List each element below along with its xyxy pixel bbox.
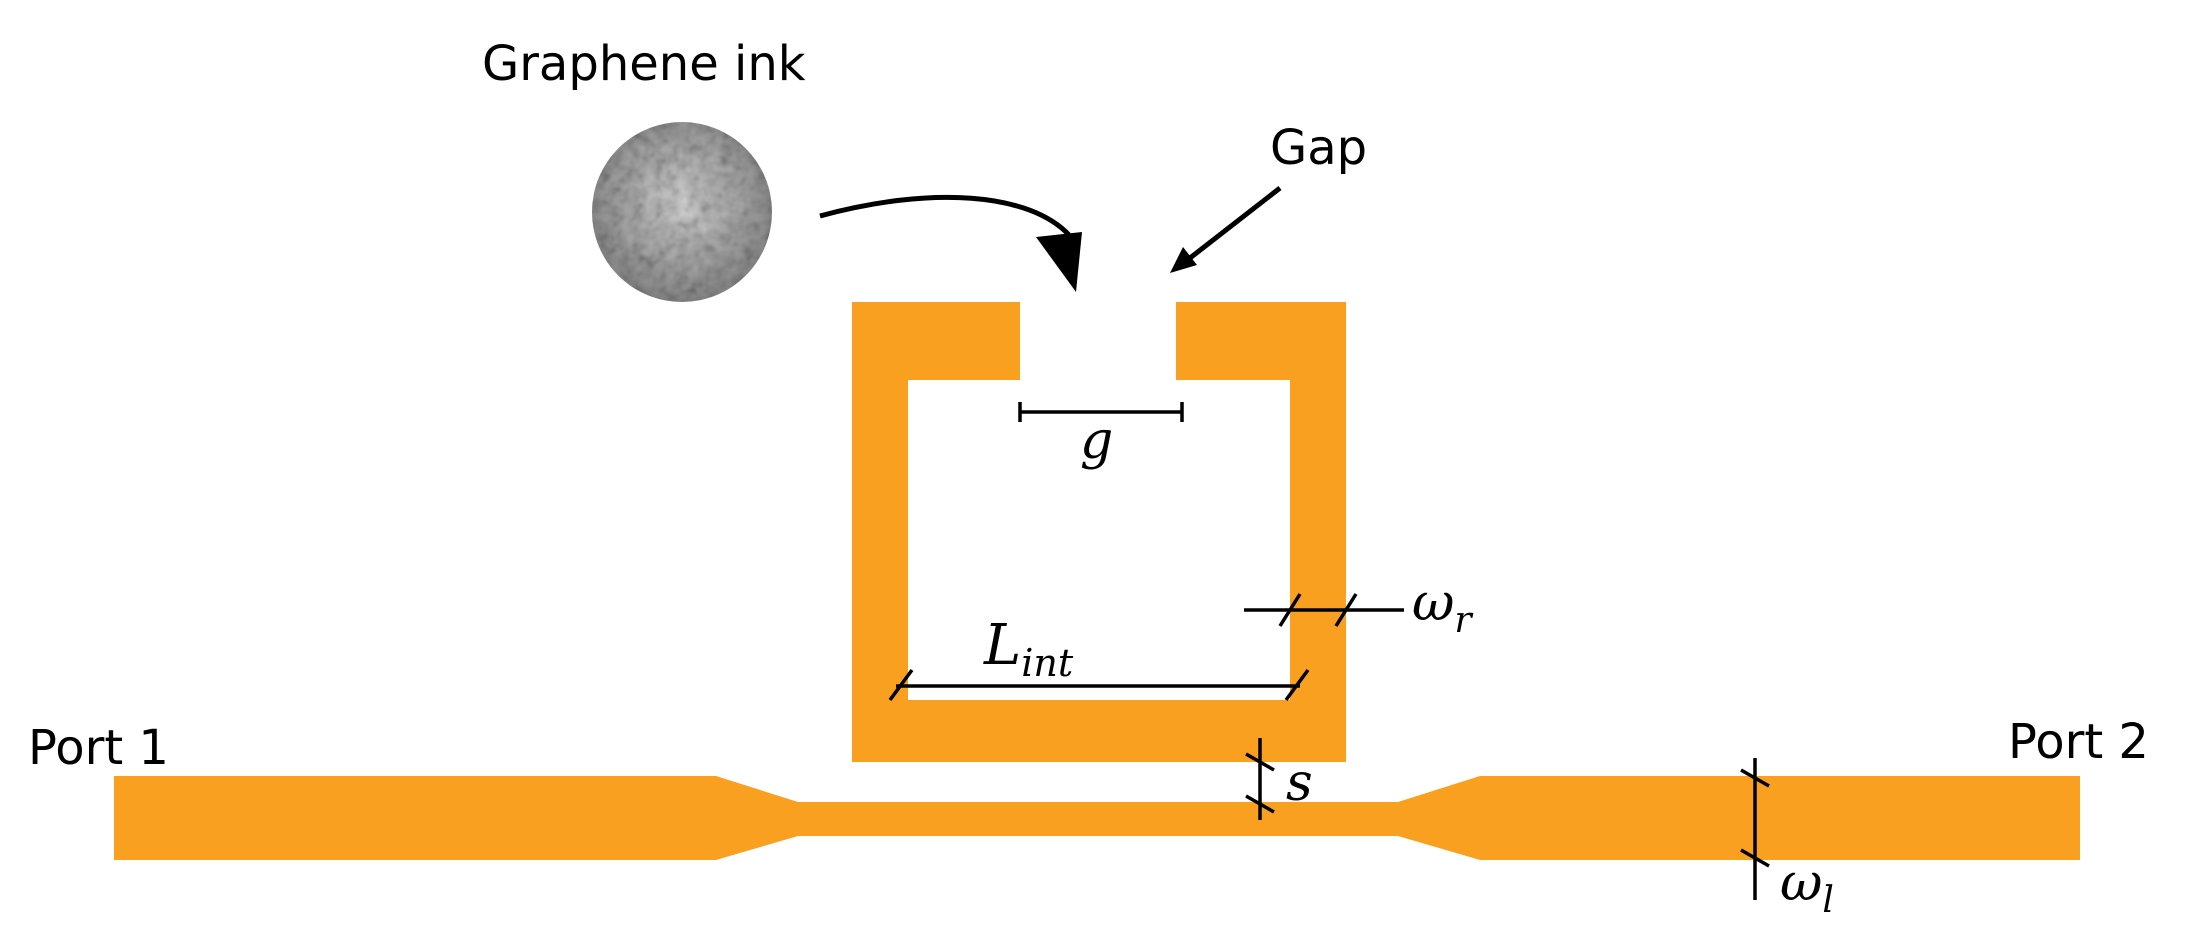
- g-dimension: [1018, 402, 1184, 422]
- port2-label: Port 2: [2008, 714, 2149, 770]
- s-dimension: [1245, 738, 1275, 820]
- s-label: s: [1286, 753, 1313, 813]
- omega-r-dimension: [1244, 593, 1404, 627]
- graphene-ink-label: Graphene ink: [482, 36, 806, 92]
- split-ring-resonator: [852, 302, 1346, 762]
- omega-r-subscript: r: [1454, 600, 1473, 641]
- omega-l-dimension: [1740, 758, 1770, 900]
- gap-arrow-line: [1188, 186, 1282, 260]
- gap-label: Gap: [1270, 120, 1367, 176]
- microstrip-feed-line: [114, 776, 2080, 860]
- port1-label: Port 1: [28, 720, 169, 776]
- omega-r-main: ω: [1412, 573, 1454, 633]
- lint-main: L: [983, 613, 1021, 678]
- omega-l-main: ω: [1780, 853, 1822, 913]
- graphene-ink-droplet: [592, 122, 772, 302]
- omega-l-subscript: l: [1822, 880, 1834, 921]
- gap-arrow-head: [1170, 247, 1197, 273]
- omega-r-label: ωr: [1412, 573, 1473, 641]
- lint-dimension: [888, 668, 1310, 702]
- lint-subscript: int: [1021, 641, 1074, 685]
- g-label: g: [1080, 411, 1113, 471]
- lint-label: Lint: [983, 613, 1074, 685]
- ink-arrow-curve: [819, 194, 1072, 238]
- omega-l-label: ωl: [1780, 853, 1834, 921]
- ink-arrow-head: [1036, 232, 1082, 292]
